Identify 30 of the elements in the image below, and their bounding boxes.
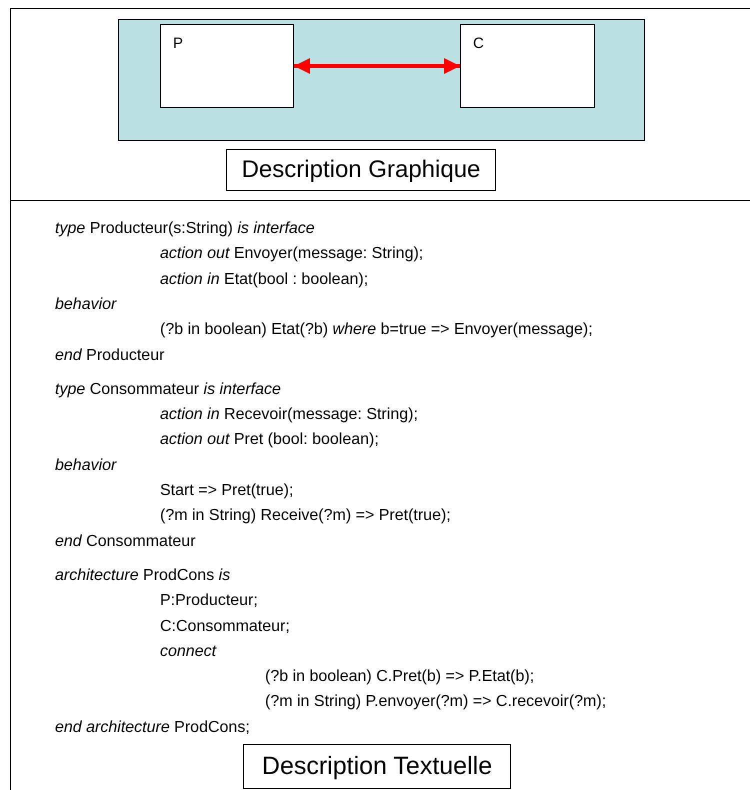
code-line: architecture ProdCons is: [55, 566, 230, 586]
code-line: action in Etat(bool : boolean);: [160, 270, 368, 290]
code-line: behavior: [55, 294, 116, 315]
code-line: end Producteur: [55, 346, 164, 366]
component-name: P: [173, 35, 184, 52]
code-line: behavior: [55, 456, 116, 476]
caption-text: Description Graphique: [242, 156, 480, 184]
code-line: Start => Pret(true);: [160, 481, 294, 501]
double-arrow: [294, 58, 460, 74]
code-line: (?b in boolean) Etat(?b) where b=true => Envoyer(message);: [160, 320, 593, 340]
code-line: (?b in boolean) C.Pret(b) => P.Etat(b);: [265, 667, 534, 688]
code-line: C:Consommateur;: [160, 616, 290, 636]
code-line: action out Pret (bool: boolean);: [160, 430, 379, 450]
system-area: [118, 19, 645, 141]
caption-box: [226, 149, 496, 191]
code-line: action in Recevoir(message: String);: [160, 405, 418, 426]
component-box: [460, 24, 595, 108]
code-line: end architecture ProdCons;: [55, 718, 250, 738]
code-line: type Producteur(s:String) is interface: [55, 219, 315, 239]
caption-text: Description Textuelle: [262, 752, 492, 781]
component-box: [160, 24, 294, 108]
code-line: (?m in String) P.envoyer(?m) => C.recevoir(?m);: [265, 692, 606, 712]
code-line: end Consommateur: [55, 532, 196, 552]
component-name: C: [473, 35, 484, 52]
code-line: (?m in String) Receive(?m) => Pret(true);: [160, 506, 451, 526]
caption-box: [243, 744, 511, 789]
code-line: action out Envoyer(message: String);: [160, 244, 424, 264]
code-line: P:Producteur;: [160, 591, 258, 612]
code-line: type Consommateur is interface: [55, 380, 281, 400]
code-line: connect: [160, 642, 216, 662]
